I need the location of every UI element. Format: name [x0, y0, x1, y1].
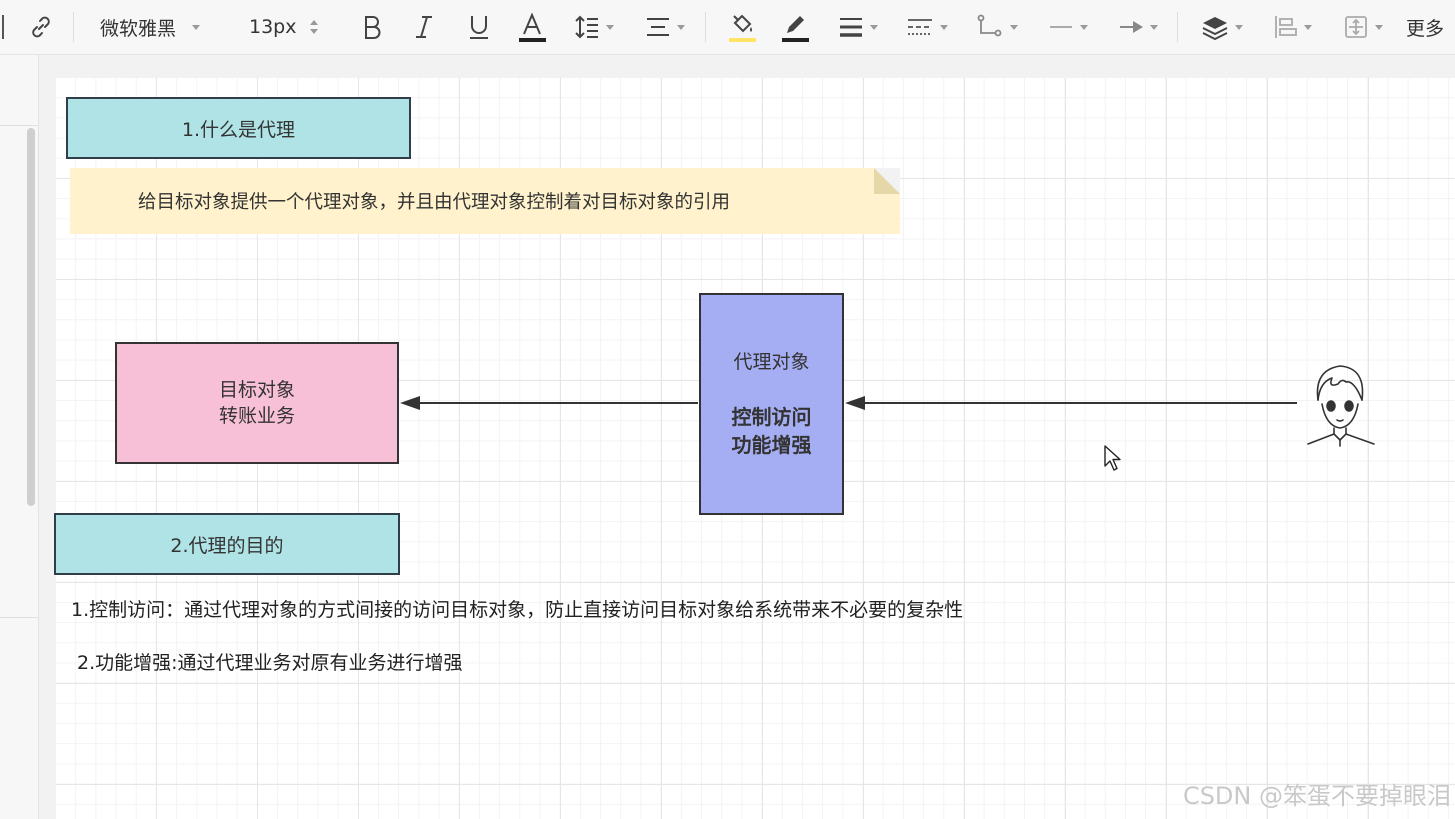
- chevron-down-icon: [1010, 24, 1018, 30]
- section1-title-box[interactable]: 1.什么是代理: [66, 97, 411, 159]
- arrow-client-to-proxy[interactable]: [845, 396, 1297, 410]
- section1-title: 1.什么是代理: [181, 118, 296, 141]
- font-family-value: 微软雅黑: [100, 17, 177, 40]
- line-start-icon[interactable]: [1043, 0, 1093, 54]
- font-size-stepper[interactable]: 13px: [249, 0, 334, 54]
- chevron-down-icon: [1235, 24, 1243, 30]
- connector-icon[interactable]: [972, 0, 1022, 54]
- font-color-swatch: [518, 37, 546, 42]
- fill-color-icon[interactable]: [726, 0, 758, 54]
- definition-note-text: 给目标对象提供一个代理对象，并且由代理对象控制着对目标对象的引用: [138, 192, 731, 213]
- layers-icon[interactable]: [1197, 0, 1247, 54]
- italic-icon[interactable]: [410, 0, 438, 54]
- line-end-icon[interactable]: [1113, 0, 1163, 54]
- section2-title: 2.代理的目的: [170, 534, 284, 557]
- bold-icon[interactable]: [358, 0, 386, 54]
- line-color-icon[interactable]: [779, 0, 811, 54]
- definition-note[interactable]: 给目标对象提供一个代理对象，并且由代理对象控制着对目标对象的引用: [70, 168, 900, 234]
- chevron-down-icon: [1080, 24, 1088, 30]
- arrow-proxy-to-target[interactable]: [400, 396, 698, 410]
- target-box-line1: 目标对象: [218, 379, 295, 401]
- fill-color-swatch: [728, 37, 756, 42]
- line-color-swatch: [781, 37, 809, 42]
- watermark: CSDN @笨蛋不要掉眼泪: [1182, 782, 1451, 810]
- panel-edge: [0, 0, 6, 54]
- chevron-down-icon: [1304, 24, 1312, 30]
- link-icon[interactable]: [24, 0, 58, 54]
- left-panel: [0, 55, 39, 819]
- chevron-down-icon: [1150, 24, 1158, 30]
- toolbar: 微软雅黑 13px: [0, 0, 1455, 55]
- panel-divider: [0, 617, 38, 618]
- toolbar-divider: [73, 12, 74, 42]
- purpose-item-1[interactable]: 1.控制访问：通过代理对象的方式间接的访问目标对象，防止直接访问目标对象给系统带…: [71, 599, 964, 621]
- more-button[interactable]: 更多: [1406, 0, 1455, 54]
- stepper-arrows-icon: [310, 20, 319, 34]
- section2-title-box[interactable]: 2.代理的目的: [54, 513, 400, 575]
- chevron-down-icon: [677, 24, 685, 30]
- chevron-down-icon: [192, 24, 201, 30]
- purpose-item-2[interactable]: 2.功能增强:通过代理业务对原有业务进行增强: [77, 652, 463, 674]
- note-fold-corner: [874, 168, 900, 194]
- line-style-icon[interactable]: [902, 0, 952, 54]
- chevron-down-icon: [940, 24, 948, 30]
- client-avatar-icon[interactable]: [1298, 360, 1382, 448]
- mouse-cursor-icon: [1104, 445, 1121, 471]
- proxy-box-line1: 代理对象: [733, 351, 810, 373]
- proxy-object-box[interactable]: 代理对象 控制访问 功能增强: [699, 293, 844, 515]
- align-icon[interactable]: [640, 0, 690, 54]
- font-size-value: 13px: [249, 16, 297, 38]
- toolbar-divider: [705, 12, 706, 42]
- chevron-down-icon: [870, 24, 878, 30]
- line-height-icon[interactable]: [570, 0, 618, 54]
- target-object-box[interactable]: 目标对象 转账业务: [115, 342, 399, 464]
- align-objects-icon[interactable]: [1267, 0, 1317, 54]
- proxy-box-line2: 控制访问: [731, 405, 812, 429]
- scrollbar[interactable]: [27, 128, 35, 506]
- proxy-box-line3: 功能增强: [731, 433, 812, 457]
- underline-icon[interactable]: [464, 0, 494, 54]
- line-width-icon[interactable]: [834, 0, 882, 54]
- target-box-line2: 转账业务: [218, 405, 295, 427]
- font-family-select[interactable]: 微软雅黑: [100, 0, 220, 54]
- chevron-down-icon: [606, 24, 614, 30]
- chevron-down-icon: [1375, 24, 1383, 30]
- arrange-icon[interactable]: [1338, 0, 1388, 54]
- toolbar-divider: [1177, 12, 1178, 42]
- font-color-icon[interactable]: [516, 0, 548, 54]
- panel-divider: [0, 125, 38, 126]
- more-label: 更多: [1406, 17, 1445, 40]
